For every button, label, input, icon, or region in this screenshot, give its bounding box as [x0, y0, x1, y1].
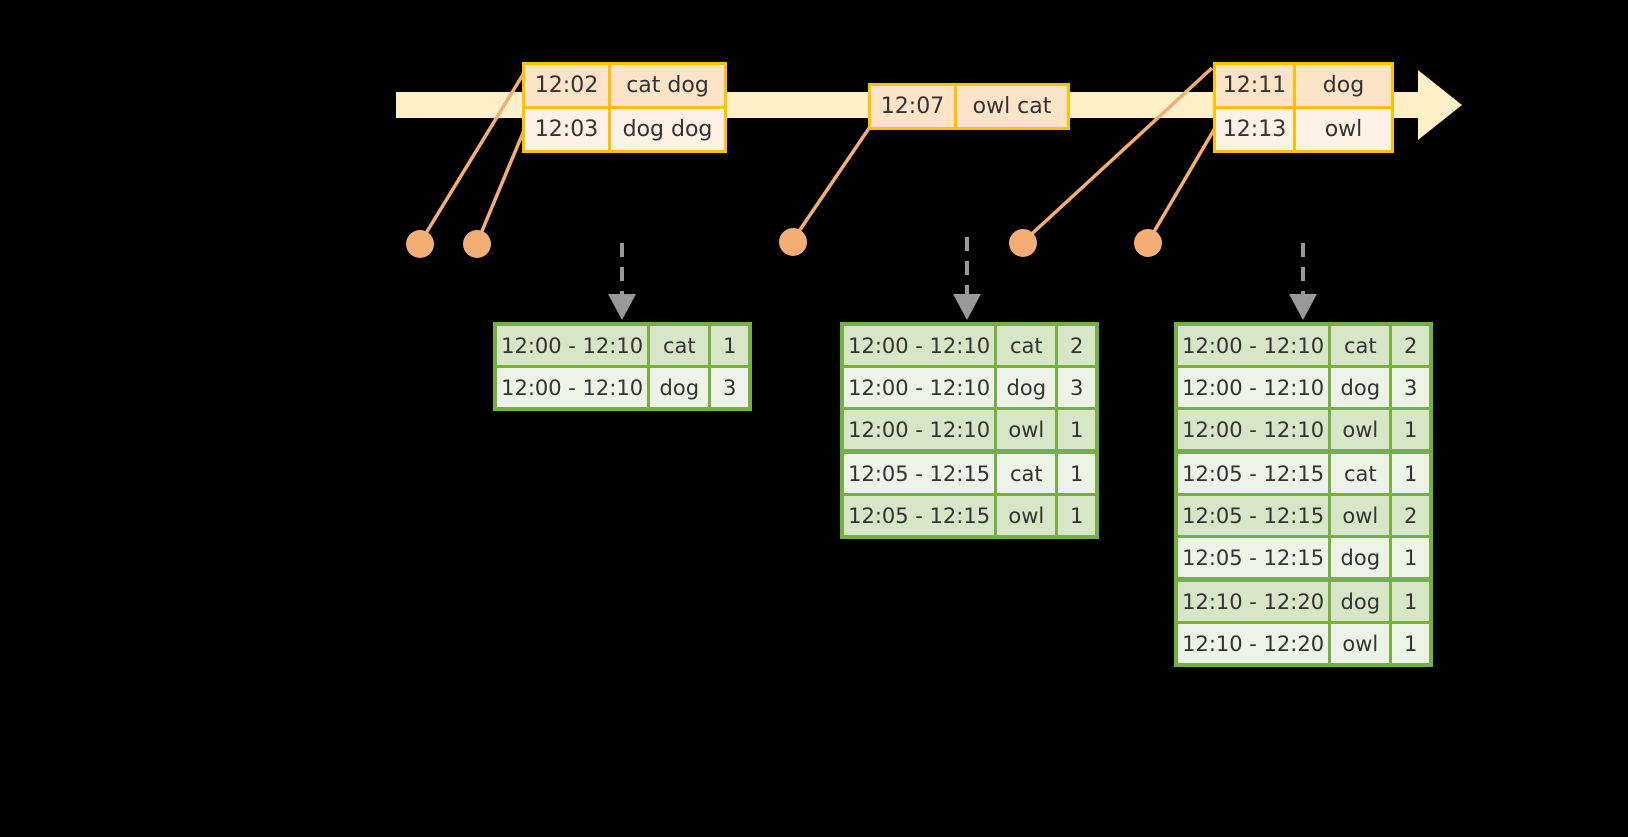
count-cell: 3: [711, 368, 748, 407]
window-cell: 12:05 - 12:15: [1178, 454, 1329, 493]
count-cell: 2: [1058, 326, 1095, 365]
window-cell: 12:00 - 12:10: [844, 410, 995, 449]
window-cell: 12:05 - 12:15: [1178, 538, 1329, 577]
event-dot-2: [463, 230, 491, 258]
table-row[interactable]: 12:05 - 12:15 dog 1: [1178, 538, 1429, 577]
table-row[interactable]: 12:00 - 12:10 cat 2: [844, 326, 1095, 365]
window-cell: 12:10 - 12:20: [1178, 582, 1329, 621]
connector-5: [1146, 127, 1217, 243]
event-dot-1: [406, 230, 434, 258]
table-row[interactable]: 12:05 - 12:15 cat 1: [1178, 454, 1429, 493]
window-cell: 12:05 - 12:15: [1178, 496, 1329, 535]
window-cell: 12:00 - 12:10: [497, 368, 648, 407]
table-row[interactable]: 12:00 - 12:10 cat 2: [1178, 326, 1429, 365]
event-group-2[interactable]: 12:07 owl cat: [868, 83, 1070, 130]
key-cell: dog: [997, 368, 1056, 407]
table-row[interactable]: 12:00 - 12:10 dog 3: [497, 368, 748, 407]
window-cell: 12:10 - 12:20: [1178, 624, 1329, 663]
table-row[interactable]: 12:00 - 12:10 cat 1: [497, 326, 748, 365]
event-words: dog: [1296, 65, 1391, 106]
dashed-arrow-head-3: [1289, 294, 1317, 320]
key-cell: owl: [1331, 624, 1390, 663]
dashed-arrows: [620, 237, 1305, 300]
result-table-3[interactable]: 12:00 - 12:10 cat 2 12:00 - 12:10 dog 3 …: [1174, 322, 1433, 667]
table-row[interactable]: 12:00 - 12:10 dog 3: [844, 368, 1095, 407]
table-row[interactable]: 12:00 - 12:10 dog 3: [1178, 368, 1429, 407]
table-row[interactable]: 12:00 - 12:10 owl 1: [844, 410, 1095, 449]
count-cell: 2: [1392, 326, 1429, 365]
key-cell: cat: [997, 326, 1056, 365]
key-cell: owl: [997, 496, 1056, 535]
window-cell: 12:00 - 12:10: [1178, 368, 1329, 407]
window-cell: 12:05 - 12:15: [844, 496, 995, 535]
event-group-1[interactable]: 12:02 cat dog 12:03 dog dog: [522, 62, 727, 153]
key-cell: cat: [650, 326, 709, 365]
key-cell: owl: [997, 410, 1056, 449]
event-row[interactable]: 12:13 owl: [1216, 106, 1391, 150]
table-row[interactable]: 12:05 - 12:15 owl 1: [844, 496, 1095, 535]
window-cell: 12:00 - 12:10: [1178, 326, 1329, 365]
window-cell: 12:00 - 12:10: [1178, 410, 1329, 449]
event-time: 12:13: [1216, 109, 1296, 150]
key-cell: owl: [1331, 410, 1390, 449]
count-cell: 3: [1058, 368, 1095, 407]
event-row[interactable]: 12:02 cat dog: [525, 65, 724, 106]
table-row[interactable]: 12:10 - 12:20 owl 1: [1178, 624, 1429, 663]
window-cell: 12:00 - 12:10: [844, 326, 995, 365]
result-table-2[interactable]: 12:00 - 12:10 cat 2 12:00 - 12:10 dog 3 …: [840, 322, 1099, 539]
event-dots: [406, 228, 1162, 258]
key-cell: cat: [1331, 454, 1390, 493]
count-cell: 1: [711, 326, 748, 365]
count-cell: 1: [1058, 410, 1095, 449]
table-row[interactable]: 12:05 - 12:15 cat 1: [844, 454, 1095, 493]
event-time: 12:11: [1216, 65, 1296, 106]
dashed-arrow-head-1: [608, 294, 636, 320]
event-words: cat dog: [611, 65, 724, 106]
count-cell: 1: [1058, 454, 1095, 493]
event-words: dog dog: [611, 109, 724, 150]
key-cell: cat: [997, 454, 1056, 493]
table-row[interactable]: 12:05 - 12:15 owl 2: [1178, 496, 1429, 535]
key-cell: dog: [1331, 582, 1390, 621]
event-words: owl cat: [957, 86, 1067, 127]
key-cell: dog: [1331, 538, 1390, 577]
event-row[interactable]: 12:07 owl cat: [871, 86, 1067, 127]
event-time: 12:07: [871, 86, 957, 127]
connector-1: [418, 67, 529, 244]
table-row[interactable]: 12:10 - 12:20 dog 1: [1178, 582, 1429, 621]
window-cell: 12:00 - 12:10: [844, 368, 995, 407]
event-row[interactable]: 12:03 dog dog: [525, 106, 724, 150]
event-time: 12:03: [525, 109, 611, 150]
dashed-arrow-head-2: [953, 294, 981, 320]
event-dot-3: [779, 228, 807, 256]
count-cell: 1: [1392, 624, 1429, 663]
key-cell: dog: [1331, 368, 1390, 407]
key-cell: cat: [1331, 326, 1390, 365]
result-table-1[interactable]: 12:00 - 12:10 cat 1 12:00 - 12:10 dog 3: [493, 322, 752, 411]
event-words: owl: [1296, 109, 1391, 150]
count-cell: 1: [1058, 496, 1095, 535]
key-cell: dog: [650, 368, 709, 407]
count-cell: 3: [1392, 368, 1429, 407]
count-cell: 1: [1392, 538, 1429, 577]
key-cell: owl: [1331, 496, 1390, 535]
count-cell: 1: [1392, 454, 1429, 493]
event-group-3[interactable]: 12:11 dog 12:13 owl: [1213, 62, 1394, 153]
count-cell: 1: [1392, 582, 1429, 621]
event-dot-4: [1009, 229, 1037, 257]
event-time: 12:02: [525, 65, 611, 106]
connector-3: [791, 117, 878, 241]
dashed-arrow-heads: [608, 294, 1317, 320]
window-cell: 12:00 - 12:10: [497, 326, 648, 365]
event-dot-5: [1134, 229, 1162, 257]
window-cell: 12:05 - 12:15: [844, 454, 995, 493]
event-row[interactable]: 12:11 dog: [1216, 65, 1391, 106]
count-cell: 2: [1392, 496, 1429, 535]
connector-2: [475, 127, 527, 244]
count-cell: 1: [1392, 410, 1429, 449]
table-row[interactable]: 12:00 - 12:10 owl 1: [1178, 410, 1429, 449]
